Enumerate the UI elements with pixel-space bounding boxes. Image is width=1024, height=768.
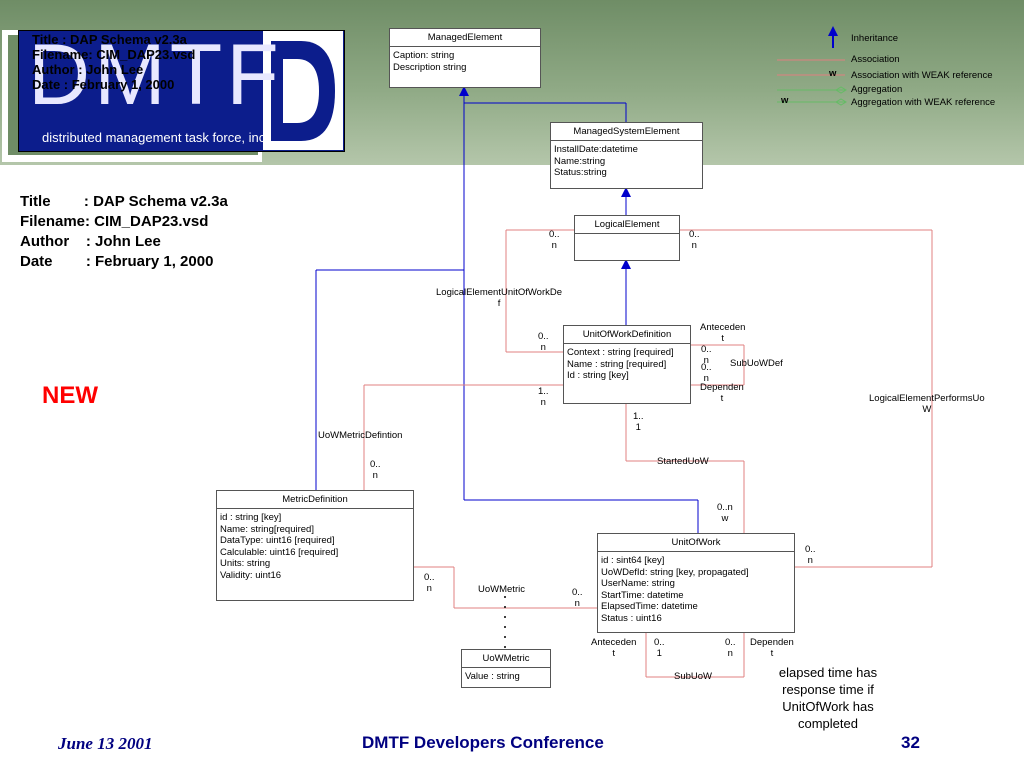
overlay-line: Author : John Lee [32, 62, 144, 77]
logo-subtitle: distributed management task force, inc. [42, 130, 269, 145]
class-managed-element[interactable]: ManagedElement Caption: string Descripti… [389, 28, 541, 88]
assoc-started-uow: StartedUoW [657, 456, 709, 467]
page-number: 32 [901, 733, 920, 752]
legend-weak-marker: w [829, 68, 837, 79]
overlay-line: Title : DAP Schema v2.3a [32, 32, 187, 47]
multiplicity: 0.. n [549, 229, 560, 251]
class-name: UnitOfWorkDefinition [564, 326, 690, 344]
class-property: id : sint64 [key] [601, 555, 665, 566]
multiplicity: 0.. n [701, 344, 712, 366]
class-property: Context : string [required] [567, 347, 674, 358]
class-property: ElapsedTime: datetime [601, 601, 698, 612]
assoc-sub-uow-def: SubUoWDef [730, 358, 783, 369]
class-property: StartTime: datetime [601, 589, 684, 601]
role-dependent: Dependen t [750, 637, 794, 659]
class-property: Name : string [required] [567, 358, 667, 370]
class-property: Calculable: uint16 [required] [220, 546, 339, 558]
class-unit-of-work[interactable]: UnitOfWork id : sint64 [key] UoWDefId: s… [597, 533, 795, 633]
multiplicity: 0.. n [572, 587, 583, 609]
class-properties: InstallDate:datetime Name:string Status:… [551, 141, 702, 182]
multiplicity: 0..n w [717, 502, 733, 524]
footer-date: June 13 2001 [58, 734, 153, 753]
role-antecedent: Anteceden t [591, 637, 637, 659]
class-property: UserName: string [601, 578, 675, 589]
class-name: ManagedSystemElement [551, 123, 702, 141]
class-property: Value : string [465, 671, 520, 682]
role-antecedent: Anteceden t [700, 322, 746, 344]
class-name: MetricDefinition [217, 491, 413, 509]
multiplicity: 0.. n [689, 229, 700, 251]
multiplicity: 0.. 1 [654, 637, 665, 659]
multiplicity: 0.. n [701, 362, 712, 384]
class-property: Name: string[required] [220, 523, 314, 535]
legend-association-weak-label: Association with WEAK reference [851, 70, 993, 81]
multiplicity: 0.. n [538, 331, 549, 353]
legend-inheritance-label: Inheritance [851, 33, 899, 44]
multiplicity: 0.. n [370, 459, 381, 481]
assoc-le-uow-def: LogicalElementUnitOfWorkDe f [436, 287, 563, 309]
multiplicity: 1.. n [538, 386, 549, 408]
legend-aggregation-weak-label: Aggregation with WEAK reference [851, 97, 996, 108]
legend-weak-marker: w [781, 95, 789, 106]
class-property: Status : uint16 [601, 612, 662, 624]
class-properties: Context : string [required] Name : strin… [564, 344, 690, 385]
class-property: Name:string [554, 155, 606, 167]
class-properties: id : string [key] Name: string[required]… [217, 509, 413, 584]
class-property: UoWDefId: string [key, propagated] [601, 566, 749, 578]
class-uow-metric[interactable]: UoWMetric Value : string [461, 649, 551, 688]
meta-filename: Filename: CIM_DAP23.vsd [20, 213, 209, 230]
meta-title: Title : DAP Schema v2.3a [20, 193, 228, 210]
assoc-sub-uow: SubUoW [674, 671, 713, 682]
dmtf-logo [18, 30, 345, 152]
class-property: Caption: string [393, 50, 455, 61]
class-unit-of-work-definition[interactable]: UnitOfWorkDefinition Context : string [r… [563, 325, 691, 404]
logo-overlay-text: Title : DAP Schema v2.3a Filename: CIM_D… [32, 32, 195, 92]
elapsed-time-note: elapsed time has response time if UnitOf… [778, 665, 878, 731]
multiplicity: 1.. 1 [633, 411, 644, 433]
class-managed-system-element[interactable]: ManagedSystemElement InstallDate:datetim… [550, 122, 703, 189]
meta-author: Author : John Lee [20, 233, 161, 250]
footer-conference: DMTF Developers Conference [362, 733, 604, 752]
multiplicity: 0.. n [424, 572, 435, 594]
class-properties: Value : string [462, 668, 550, 686]
class-logical-element[interactable]: LogicalElement [574, 215, 680, 261]
logo-wordmark: DMTF [28, 27, 283, 123]
class-property: Validity: uint16 [220, 569, 282, 581]
logo-mark [263, 31, 343, 150]
class-name: UnitOfWork [598, 534, 794, 552]
legend-aggregation-diamond [835, 86, 847, 94]
assoc-uow-metric-def: UoWMetricDefintion [318, 430, 403, 441]
role-dependent: Dependen t [700, 382, 744, 404]
assoc-uow-metric: UoWMetric [478, 584, 525, 595]
assoc-le-performs-uow: LogicalElementPerformsUo W [869, 393, 985, 415]
new-label: NEW [42, 382, 98, 409]
class-property: Description string [393, 61, 467, 73]
document-metadata: Title : DAP Schema v2.3a Filename: CIM_D… [20, 192, 228, 272]
class-name: UoWMetric [462, 650, 550, 668]
class-property: DataType: uint16 [required] [220, 535, 335, 546]
class-properties: Caption: string Description string [390, 47, 540, 76]
class-metric-definition[interactable]: MetricDefinition id : string [key] Name:… [216, 490, 414, 601]
class-property: Units: string [220, 558, 271, 569]
class-property: InstallDate:datetime [554, 144, 638, 155]
legend-inheritance-arrow [828, 26, 838, 36]
legend-association-label: Association [851, 54, 900, 65]
class-name: LogicalElement [575, 216, 679, 234]
class-name: ManagedElement [390, 29, 540, 47]
class-property: Status:string [554, 167, 607, 178]
class-property: id : string [key] [220, 512, 282, 523]
multiplicity: 0.. n [725, 637, 736, 659]
overlay-line: Date : February 1, 2000 [32, 77, 175, 92]
legend-aggregation-weak-diamond [835, 98, 847, 106]
multiplicity: 0.. n [805, 544, 816, 566]
legend-aggregation-label: Aggregation [851, 84, 903, 95]
meta-date: Date : February 1, 2000 [20, 253, 214, 270]
class-properties: id : sint64 [key] UoWDefId: string [key,… [598, 552, 794, 627]
overlay-line: Filename: CIM_DAP23.vsd [32, 47, 196, 62]
class-property: Id : string [key] [567, 370, 629, 381]
